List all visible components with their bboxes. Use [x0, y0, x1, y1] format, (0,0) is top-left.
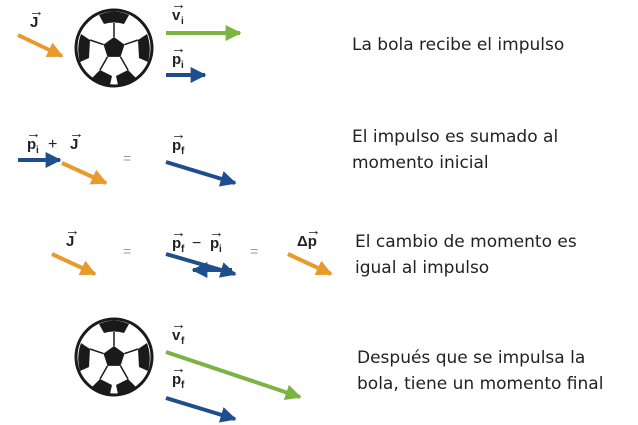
- soccer-ball-icon: [74, 8, 154, 88]
- row-1-impulse-applied: J → v i → p i →: [17, 0, 242, 88]
- svg-text:→: →: [171, 40, 186, 57]
- svg-text:=: =: [123, 150, 131, 166]
- final-velocity-arrow: [165, 350, 302, 400]
- impulse-arrow: [51, 252, 97, 276]
- caption-momentum-change: El cambio de momento es igual al impulso: [355, 232, 577, 278]
- svg-text:→: →: [69, 125, 84, 142]
- impulse-arrow: [61, 161, 108, 185]
- row-2-impulse-added: p i → + J → = p f →: [18, 125, 237, 187]
- svg-text:p: p: [210, 235, 219, 252]
- svg-text:→: →: [306, 222, 321, 239]
- svg-text:→: →: [29, 3, 44, 20]
- soccer-ball-icon: [74, 317, 154, 397]
- final-momentum-label: p: [172, 371, 181, 388]
- caption-impulse-added: El impulso es sumado al momento inicial: [352, 127, 559, 173]
- svg-text:p: p: [27, 136, 36, 153]
- row-3-momentum-change: J → = p f → − p i → = Δp →: [51, 222, 333, 278]
- svg-text:f: f: [181, 146, 185, 157]
- final-velocity-label: v: [172, 327, 181, 344]
- svg-text:→: →: [209, 224, 224, 241]
- svg-text:→: →: [171, 126, 186, 143]
- svg-text:+: +: [48, 136, 57, 153]
- svg-text:−: −: [192, 235, 201, 252]
- initial-velocity-label: v: [172, 7, 181, 24]
- svg-text:=: =: [250, 243, 258, 259]
- svg-text:i: i: [181, 16, 184, 27]
- svg-text:i: i: [219, 244, 222, 255]
- delta-momentum-label: Δp: [297, 233, 317, 250]
- final-momentum-arrow: [165, 396, 237, 423]
- final-momentum-arrow: [165, 160, 237, 187]
- svg-text:J: J: [70, 136, 78, 153]
- caption-final-momentum: Después que se impulsa la bola, tiene un…: [357, 348, 604, 394]
- svg-text:→: →: [171, 360, 186, 377]
- caption-impulse-applied: La bola recibe el impulso: [352, 35, 565, 55]
- svg-text:f: f: [181, 380, 185, 391]
- svg-text:f: f: [181, 244, 185, 255]
- initial-momentum-label: p: [172, 51, 181, 68]
- svg-text:i: i: [181, 60, 184, 71]
- svg-text:=: =: [123, 243, 131, 259]
- svg-text:→: →: [171, 0, 186, 13]
- svg-text:→: →: [65, 222, 80, 239]
- impulse-arrow: [17, 33, 64, 58]
- svg-text:i: i: [36, 145, 39, 156]
- svg-text:p: p: [172, 235, 181, 252]
- svg-text:f: f: [181, 336, 185, 347]
- svg-text:→: →: [26, 125, 41, 142]
- delta-momentum-arrow: [287, 252, 333, 276]
- svg-text:p: p: [172, 137, 181, 154]
- svg-text:→: →: [171, 316, 186, 333]
- svg-text:J: J: [66, 233, 74, 250]
- row-4-final-momentum: v f → p f →: [74, 316, 302, 423]
- svg-text:→: →: [171, 224, 186, 241]
- impulse-label: J: [30, 14, 38, 31]
